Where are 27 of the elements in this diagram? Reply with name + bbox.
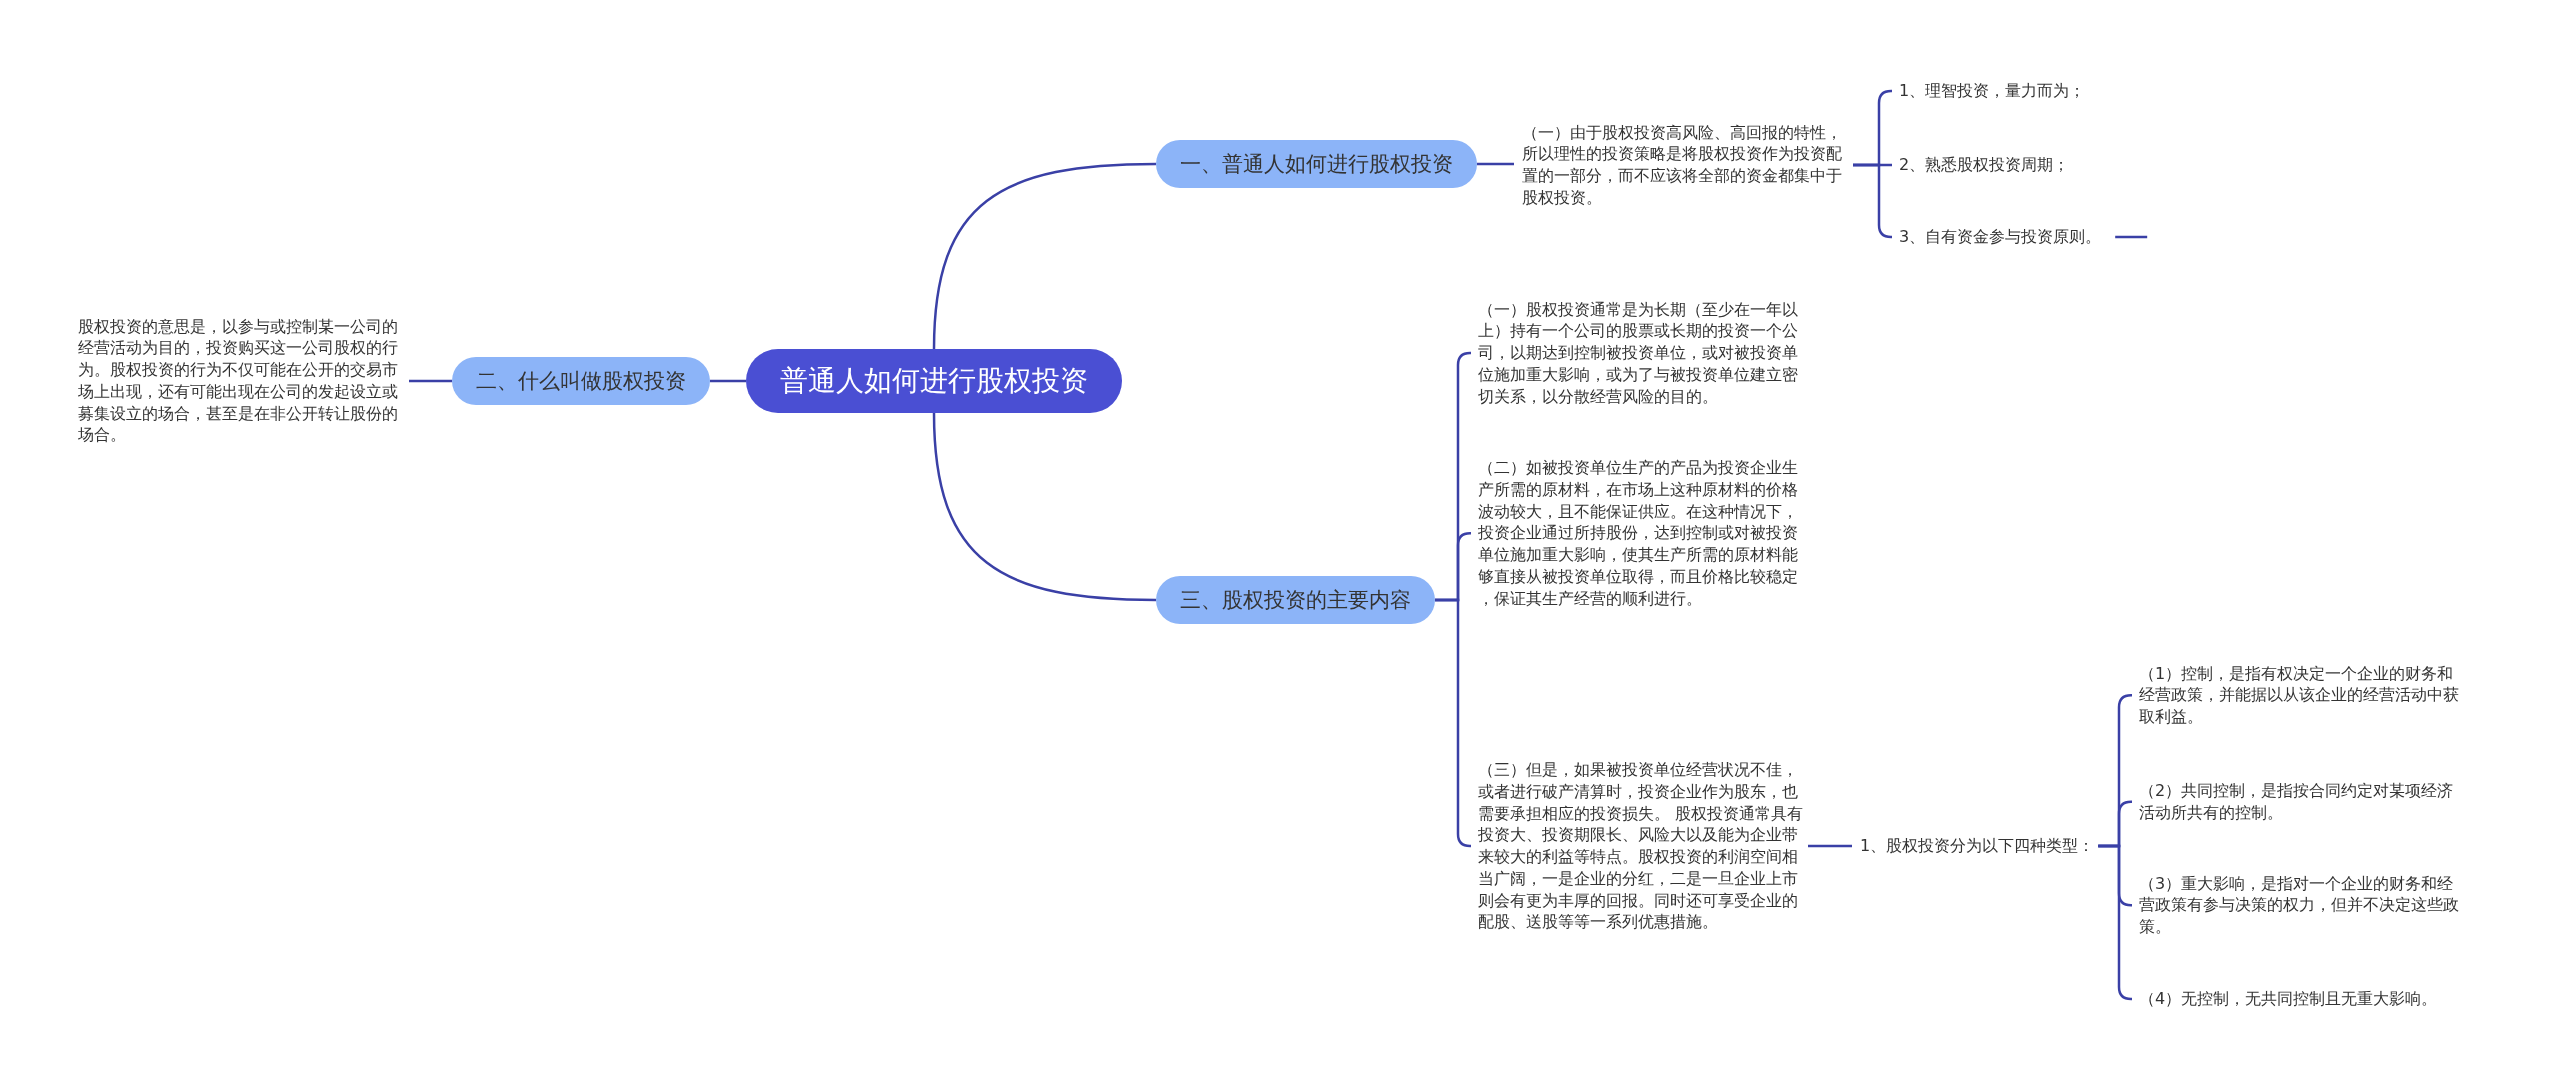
central-topic: 普通人如何进行股权投资 — [746, 349, 1122, 413]
list-item-text: 1、股权投资分为以下四种类型： — [1860, 835, 2095, 857]
paragraph-text: （1）控制，是指有权决定一个企业的财务和经营政策，并能据以从该企业的经营活动中获取利益。 — [2139, 662, 2467, 728]
connector-line — [1477, 162, 1514, 166]
connector-line — [2115, 235, 2148, 239]
list-item-text: 2、熟悉股权投资周期； — [1899, 154, 2070, 176]
paragraph-text: （3）重大影响，是指对一个企业的财务和经营政策有参与决策的权力，但并不决定这些政策。 — [2139, 872, 2467, 938]
branch-topic: 二、什么叫做股权投资 — [452, 357, 710, 405]
branch-topic: 三、股权投资的主要内容 — [1156, 576, 1435, 624]
paragraph-text: （2）共同控制，是指按合同约定对某项经济活动所共有的控制。 — [2139, 780, 2467, 824]
paragraph-text: （一）股权投资通常是为长期（至少在一年以上）持有一个公司的股票或长期的投资一个公司，以期达到控制被投资单位，或对被投资单位施加重大影响，或为了与被投资单位建立密切关系，以分散经营风险的目的。 — [1478, 298, 1805, 408]
connector-line — [932, 412, 1157, 602]
list-item-text: 1、理智投资，量力而为； — [1899, 80, 2086, 102]
paragraph-text: （一）由于股权投资高风险、高回报的特性，所以理性的投资策略是将股权投资作为投资配置的一部分，而不应该将全部的资金都集中于股权投资。 — [1522, 121, 1849, 209]
branch-topic: 一、普通人如何进行股权投资 — [1156, 140, 1477, 188]
paragraph-text: （二）如被投资单位生产的产品为投资企业生产所需的原材料，在市场上这种原材料的价格波动较大，且不能保证供应。在这种情况下，投资企业通过所持股份，达到控制或对被投资单位施加重大影响，使其生产所需的原材料能够直接从被投资单位取得，而且价格比较稳定，保证其生产经营的顺利进行。 — [1478, 457, 1805, 610]
connector-line — [2098, 844, 2133, 1001]
paragraph-text: （4）无控制，无共同控制且无重大影响。 — [2139, 988, 2467, 1010]
paragraph-text: 股权投资的意思是，以参与或控制某一公司的经营活动为目的，投资购买这一公司股权的行为。股权投资的行为不仅可能在公开的交易市场上出现，还有可能出现在公司的发起设立或募集设立的场合，甚至是在非公开转让股份的场合。 — [78, 315, 405, 446]
list-item-text: 3、自有资金参与投资原则。 — [1899, 226, 2102, 248]
paragraph-text: （三）但是，如果被投资单位经营状况不佳，或者进行破产清算时，投资企业作为股东，也需要承担相应的投资损失。 股权投资通常具有投资大、投资期限长、风险大以及能为企业带来较大的利益等特点。股权投资的利润空间相当广阔，一是企业的分红，二是一旦企业上市则会有更为丰厚的回报。同时还可享受企业的配股、送股等等一系列优惠措施。 — [1478, 759, 1804, 933]
connector-line — [932, 162, 1157, 350]
connector-line — [1853, 163, 1893, 239]
connector-line — [1435, 598, 1472, 848]
connector-line — [1808, 844, 1852, 848]
connector-line — [710, 379, 746, 383]
connector-line — [409, 379, 452, 383]
